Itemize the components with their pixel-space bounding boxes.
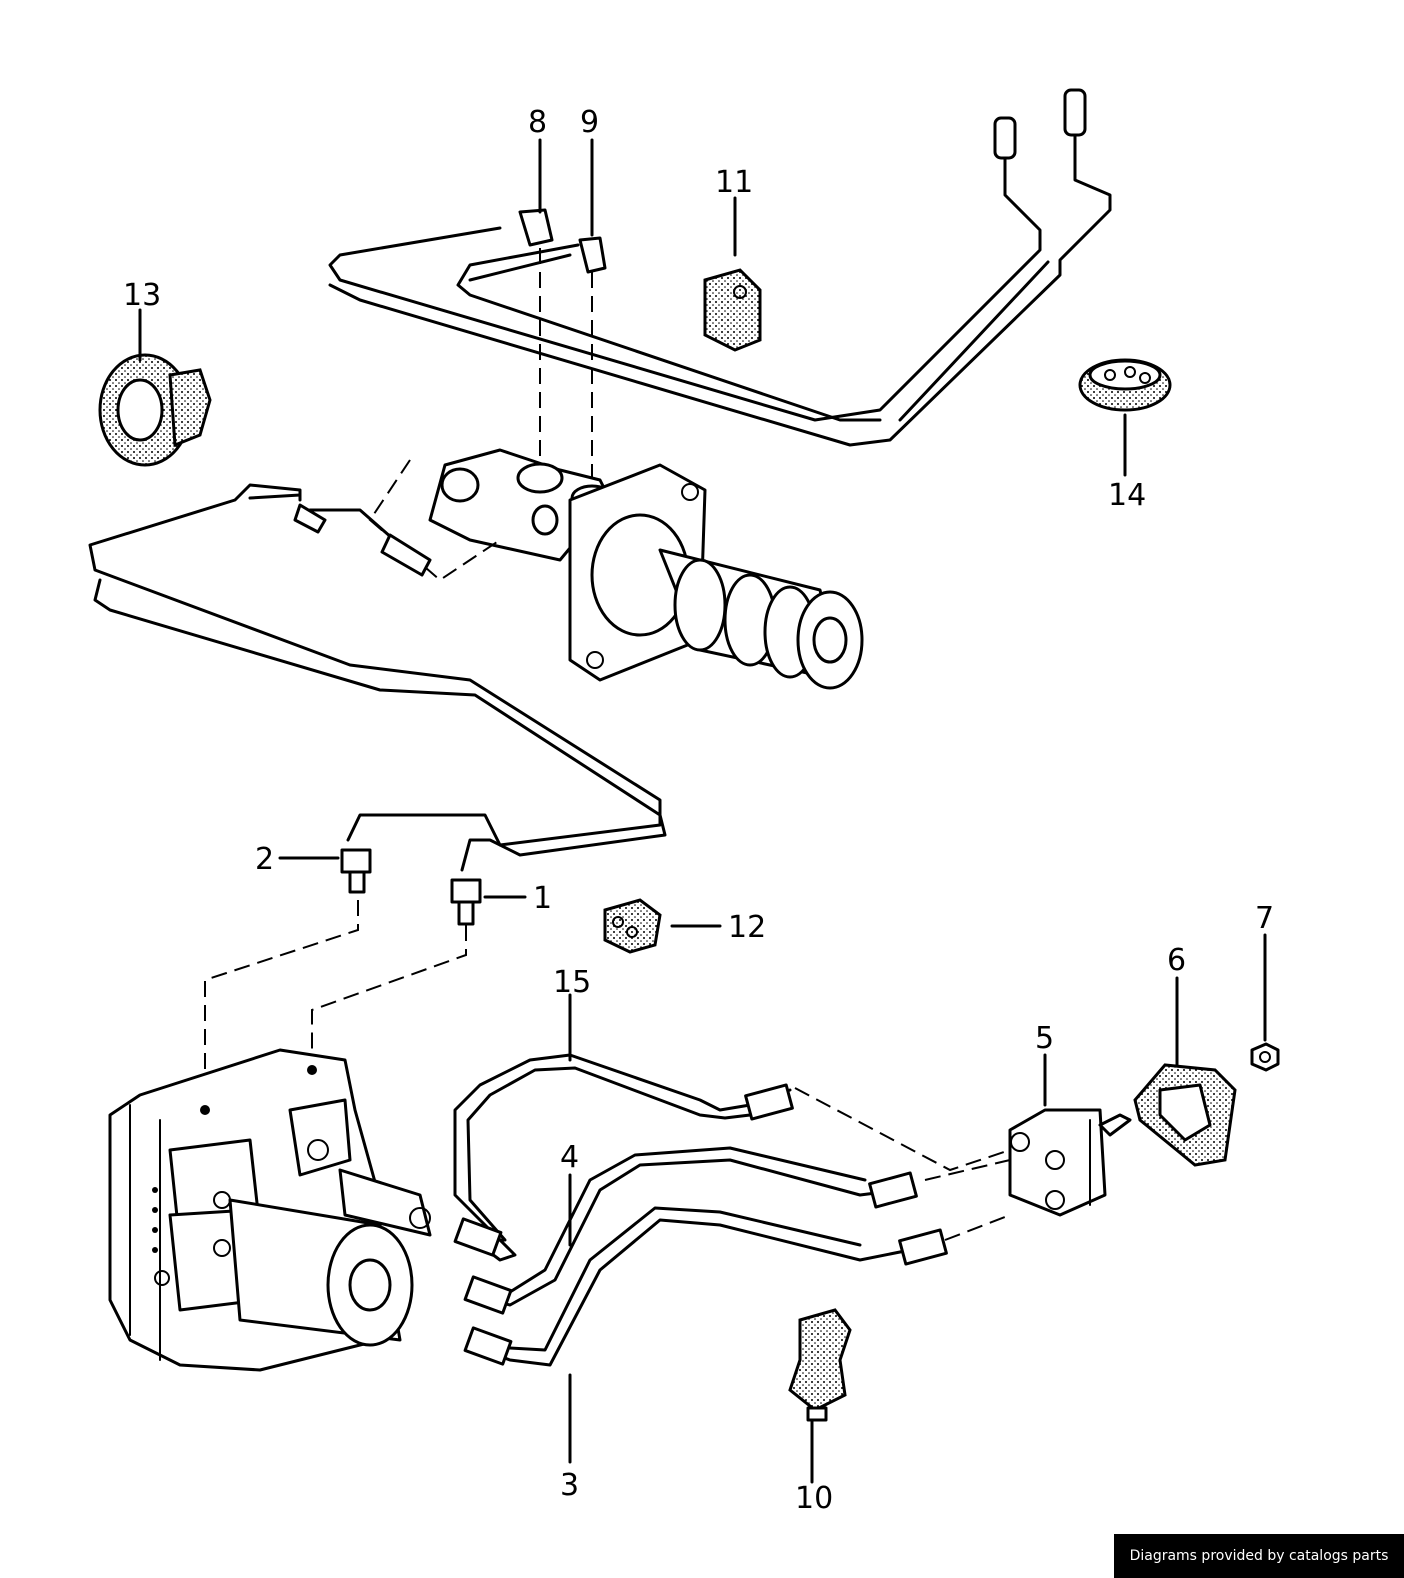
fitting-9: [578, 236, 607, 274]
callout-label-3: 3: [560, 1468, 579, 1503]
brake-line-main-loop: [88, 483, 667, 872]
fitting-15-far-end: [744, 1083, 794, 1121]
callout-label-10: 10: [795, 1481, 833, 1516]
master-cylinder: [368, 448, 864, 690]
cap-14: [1078, 358, 1172, 412]
fitting-3-abs-end: [463, 1326, 513, 1366]
leader-lines: [138, 138, 1267, 1484]
watermark-banner: Diagrams provided by catalogs parts: [1114, 1534, 1404, 1578]
line-end-fitting-a: [993, 116, 1017, 160]
line-end-fitting-b: [1063, 88, 1087, 137]
callout-label-11: 11: [715, 165, 753, 200]
fitting-2: [340, 848, 372, 874]
callout-label-4: 4: [560, 1140, 579, 1175]
fitting-1: [450, 878, 482, 904]
callout-label-8: 8: [528, 105, 547, 140]
line-fittings-1-2: [204, 848, 482, 1110]
callout-label-13: 13: [123, 278, 161, 313]
grommet-13: [98, 353, 212, 467]
fitting-15-abs-end: [453, 1217, 503, 1257]
callout-label-9: 9: [580, 105, 599, 140]
nut-7: [1250, 1042, 1280, 1072]
fitting-4-abs-end: [463, 1275, 513, 1315]
brake-line-lower: [453, 1053, 1011, 1367]
clip-10: [788, 1308, 852, 1422]
fitting-4-far-end: [868, 1171, 918, 1209]
abs-hydraulic-unit: [108, 1048, 432, 1372]
fitting-8: [518, 208, 554, 247]
distribution-block-5: [1008, 1108, 1132, 1217]
callout-label-1: 1: [533, 881, 552, 916]
brake-line-upper-pair: [328, 88, 1112, 490]
loop-line-fitting: [380, 533, 432, 577]
gasket-6: [1133, 1063, 1237, 1167]
callout-label-12: 12: [728, 910, 766, 945]
clip-12: [603, 898, 662, 954]
callout-label-7: 7: [1255, 901, 1274, 936]
callout-labels: 8 9 11 13 14 2 1 12 15 4 3 5 6 7 10: [123, 105, 1274, 1516]
callout-label-6: 6: [1167, 943, 1186, 978]
callout-label-5: 5: [1035, 1021, 1054, 1056]
callout-label-14: 14: [1108, 478, 1146, 513]
fitting-3-far-end: [898, 1228, 948, 1266]
callout-label-2: 2: [255, 842, 274, 877]
sensor-11: [703, 268, 762, 352]
callout-label-15: 15: [553, 965, 591, 1000]
